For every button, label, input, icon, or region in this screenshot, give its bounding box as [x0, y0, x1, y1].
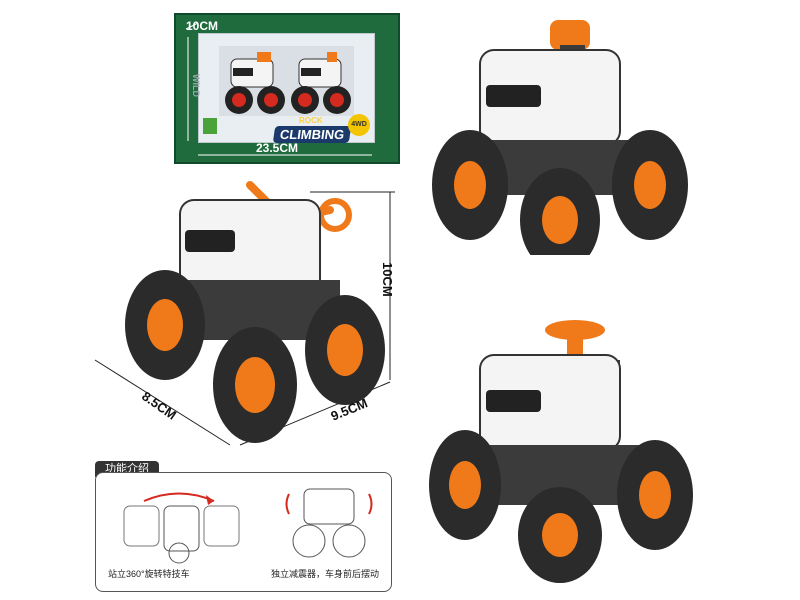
package-toy-right	[291, 52, 351, 114]
rotation-arrow-icon	[206, 495, 214, 505]
package-height-label: 11.5CM	[159, 75, 173, 117]
feature-caption-suspension: 独立减震器，车身前后摆动	[271, 569, 380, 579]
truck-variant-cannon	[432, 20, 688, 255]
vibration-right-icon	[368, 493, 373, 515]
package-dimension-arrows	[185, 22, 372, 156]
features-panel: 站立360°旋转特技车 独立减震器，车身前后摆动	[95, 472, 392, 592]
package-small-truck-icon	[203, 118, 217, 134]
package-depth-label: 10CM	[186, 19, 219, 33]
main-truck-wheels	[125, 270, 385, 443]
depth-dimension-line	[94, 359, 231, 446]
package-brand-top: ROCK	[299, 116, 323, 125]
package-toys-illustration	[203, 46, 354, 134]
package-4wd-badge: 4WD	[348, 114, 370, 136]
main-truck-illustration	[94, 181, 395, 446]
package-width-label: 23.5CM	[256, 141, 299, 155]
truck-variant-dish	[429, 320, 693, 583]
feature-caption-rotation: 站立360°旋转特技车	[108, 569, 190, 579]
package-box: 10CM 11.5CM WILD ROCK CLIMB	[159, 13, 400, 164]
vibration-left-icon	[285, 493, 290, 515]
package-window: WILD ROCK CLIMBING 4WD	[191, 33, 375, 143]
height-dimension-label: 10CM	[380, 262, 395, 297]
rotation-feature-sketch	[123, 492, 240, 564]
suspension-feature-sketch	[285, 488, 373, 558]
package-toy-left	[225, 52, 285, 114]
